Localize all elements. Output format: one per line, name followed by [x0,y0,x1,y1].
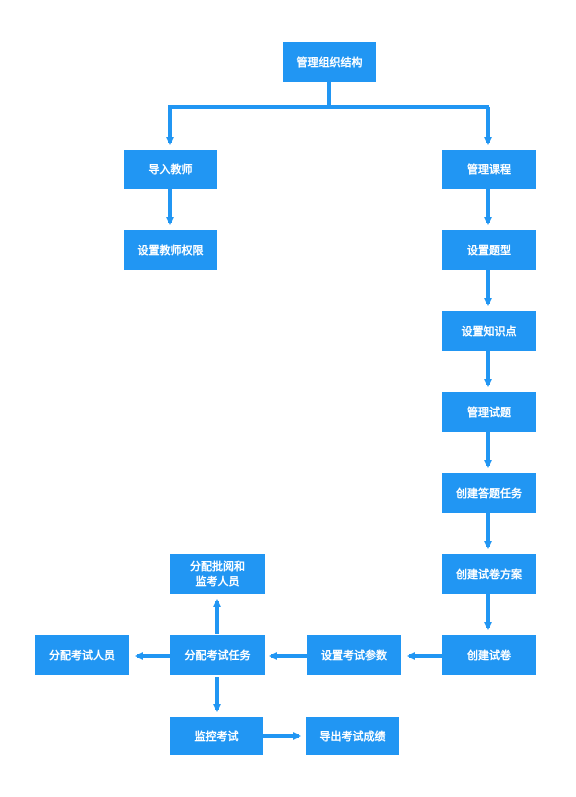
node-label: 创建答题任务 [456,486,522,500]
node-label: 管理课程 [467,163,511,176]
node-label: 设置考试参数 [321,648,387,662]
node-manage-questions: 管理试题 [442,392,536,432]
node-create-paper-plan: 创建试卷方案 [442,554,536,594]
node-assign-exam-task: 分配考试任务 [170,635,265,675]
node-monitor-exam: 监控考试 [170,717,263,755]
node-assign-graders: 分配批阅和 监考人员 [170,554,265,594]
node-label-line2: 监考人员 [195,575,240,588]
node-set-question-types: 设置题型 [442,230,536,270]
node-label: 创建试卷方案 [456,567,522,581]
node-import-teachers: 导入教师 [124,150,217,189]
node-label: 导入教师 [148,163,193,176]
node-set-teacher-perm: 设置教师权限 [124,230,217,270]
node-label: 设置题型 [467,243,511,257]
node-export-scores: 导出考试成绩 [306,717,399,755]
node-label: 导出考试成绩 [319,729,386,743]
node-manage-courses: 管理课程 [442,150,536,189]
node-manage-org: 管理组织结构 [283,42,376,82]
node-label: 管理组织结构 [296,55,363,69]
node-label: 管理试题 [467,405,511,419]
node-set-exam-params: 设置考试参数 [307,635,401,675]
node-label-line1: 分配批阅和 [190,560,245,573]
node-label: 分配考试人员 [49,648,115,662]
node-label: 监控考试 [194,729,239,743]
node-assign-examinees: 分配考试人员 [35,635,129,675]
node-label: 设置教师权限 [137,243,204,257]
node-create-answer-task: 创建答题任务 [442,473,536,513]
node-label: 分配考试任务 [184,648,251,662]
node-label: 创建试卷 [467,648,511,662]
node-label: 设置知识点 [461,324,517,338]
node-create-paper: 创建试卷 [442,635,536,675]
node-set-knowledge-points: 设置知识点 [442,311,536,351]
